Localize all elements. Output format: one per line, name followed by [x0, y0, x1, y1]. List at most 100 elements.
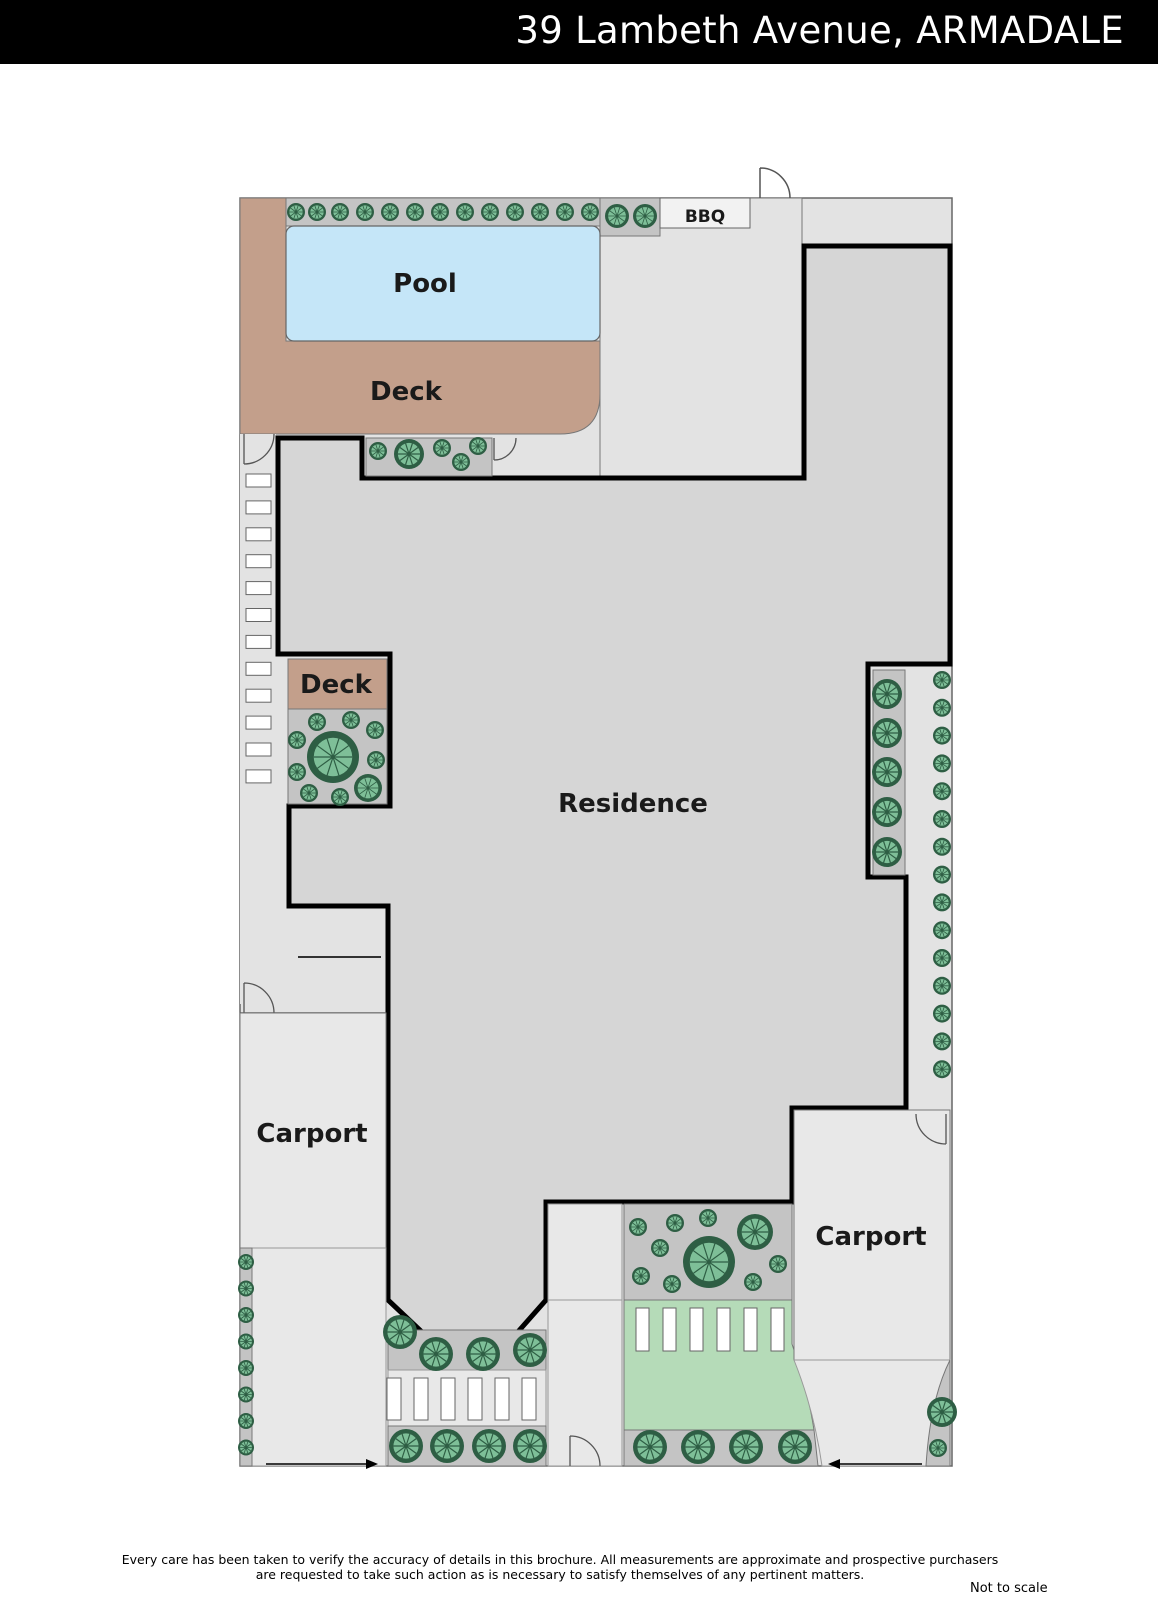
stepping-stone	[245, 527, 272, 542]
shrub-icon	[933, 782, 951, 801]
disclaimer-line-2: are requested to take such action as is …	[255, 1567, 865, 1582]
stepping-stone	[743, 1307, 758, 1352]
shrub-icon	[238, 1439, 254, 1456]
stepping-stones	[245, 473, 785, 1421]
pool	[285, 225, 601, 342]
door-arc-left	[243, 433, 275, 465]
plants	[238, 203, 957, 1464]
shrub-icon	[452, 453, 470, 471]
not-to-scale-note: Not to scale	[970, 1581, 1048, 1596]
shrub-icon	[288, 763, 306, 781]
shrub-icon	[632, 1267, 650, 1285]
shrub-icon	[369, 442, 387, 460]
entry-path	[547, 1203, 623, 1467]
shrub-icon	[406, 203, 424, 221]
shrub-icon	[933, 698, 951, 717]
shrub-icon	[367, 751, 385, 769]
shrub-icon	[872, 679, 902, 709]
label-bbq: BBQ	[685, 207, 725, 227]
shrub-icon	[300, 784, 318, 802]
shrub-icon	[288, 731, 306, 749]
stepping-stone	[662, 1307, 677, 1352]
shrub-icon	[433, 439, 451, 457]
shrub-icon	[342, 711, 360, 729]
shrub-icon	[513, 1333, 547, 1367]
shrub-icon	[683, 1236, 735, 1288]
stepping-stone	[245, 742, 272, 757]
shrub-icon	[933, 1004, 951, 1023]
shrub-icon	[389, 1429, 423, 1463]
shrub-icon	[556, 203, 574, 221]
shrub-icon	[769, 1255, 787, 1273]
shrub-icon	[506, 203, 524, 221]
driveway-right	[793, 1359, 951, 1467]
west-boundary-plants	[239, 1247, 253, 1467]
shrub-icon	[633, 1430, 667, 1464]
shrub-icon	[531, 203, 549, 221]
shrub-icon	[481, 203, 499, 221]
shrub-icon	[419, 1337, 453, 1371]
stepping-stone	[245, 473, 272, 488]
shrub-icon	[238, 1360, 254, 1376]
shrub-icon	[633, 204, 657, 228]
stepping-stone	[386, 1377, 402, 1421]
shrub-icon	[354, 774, 382, 802]
stepping-stone	[245, 769, 272, 784]
shrub-icon	[381, 203, 399, 221]
shrub-icon	[933, 1032, 951, 1051]
label-pool: Pool	[393, 269, 457, 299]
shrub-icon	[456, 203, 474, 221]
stepping-stone	[635, 1307, 650, 1352]
label-deck-top: Deck	[370, 377, 443, 407]
shrub-icon	[744, 1273, 762, 1291]
disclaimer-line-1: Every care has been taken to verify the …	[121, 1552, 999, 1567]
shrub-icon	[933, 949, 951, 967]
shrub-icon	[287, 203, 305, 221]
shrub-icon	[307, 731, 359, 783]
shrub-icon	[933, 810, 951, 828]
door-arc-carport-left	[243, 982, 275, 1014]
residence-footprint	[275, 243, 953, 1337]
stepping-stone	[770, 1307, 785, 1352]
shrub-icon	[737, 1214, 773, 1250]
shrub-icon	[581, 203, 599, 221]
shrub-icon	[933, 865, 951, 884]
shrub-icon	[663, 1275, 681, 1293]
door-arc-courtyard	[493, 437, 517, 461]
shrub-icon	[933, 1060, 951, 1079]
disclaimer: Every care has been taken to verify the …	[60, 1552, 1060, 1582]
shrub-icon	[933, 726, 951, 745]
bbq-unit-fg	[659, 197, 751, 229]
door-arc-front-gate	[569, 1435, 601, 1467]
stepping-stone	[716, 1307, 731, 1352]
stepping-stone	[413, 1377, 429, 1421]
stepping-stone	[245, 661, 272, 676]
shrub-icon	[238, 1307, 254, 1323]
shrub-icon	[872, 757, 902, 787]
carport-left	[239, 1012, 387, 1249]
shrub-icon	[430, 1429, 464, 1463]
shrub-icon	[872, 797, 902, 827]
shrub-icon	[933, 754, 951, 773]
shrub-icon	[933, 893, 951, 912]
shrub-icon	[872, 718, 902, 748]
shrub-icon	[238, 1254, 254, 1270]
shrub-icon	[927, 1397, 957, 1427]
stepping-stone	[689, 1307, 704, 1352]
shrub-icon	[308, 203, 326, 221]
side-deck	[287, 658, 388, 710]
label-carport-left: Carport	[256, 1119, 367, 1149]
header-bar: 39 Lambeth Avenue, ARMADALE	[0, 0, 1158, 64]
shrub-icon	[933, 976, 951, 995]
gate-arc	[759, 167, 791, 199]
shrub-icon	[466, 1337, 500, 1371]
shrub-icon	[431, 203, 449, 221]
shrub-icon	[238, 1333, 254, 1350]
shrub-icon	[331, 788, 349, 806]
driveway-left	[251, 1247, 387, 1467]
shrub-icon	[238, 1386, 254, 1403]
shrub-icon	[699, 1209, 717, 1227]
shrub-icon	[513, 1429, 547, 1463]
stepping-stone	[245, 554, 272, 569]
stepping-stone	[245, 608, 272, 622]
